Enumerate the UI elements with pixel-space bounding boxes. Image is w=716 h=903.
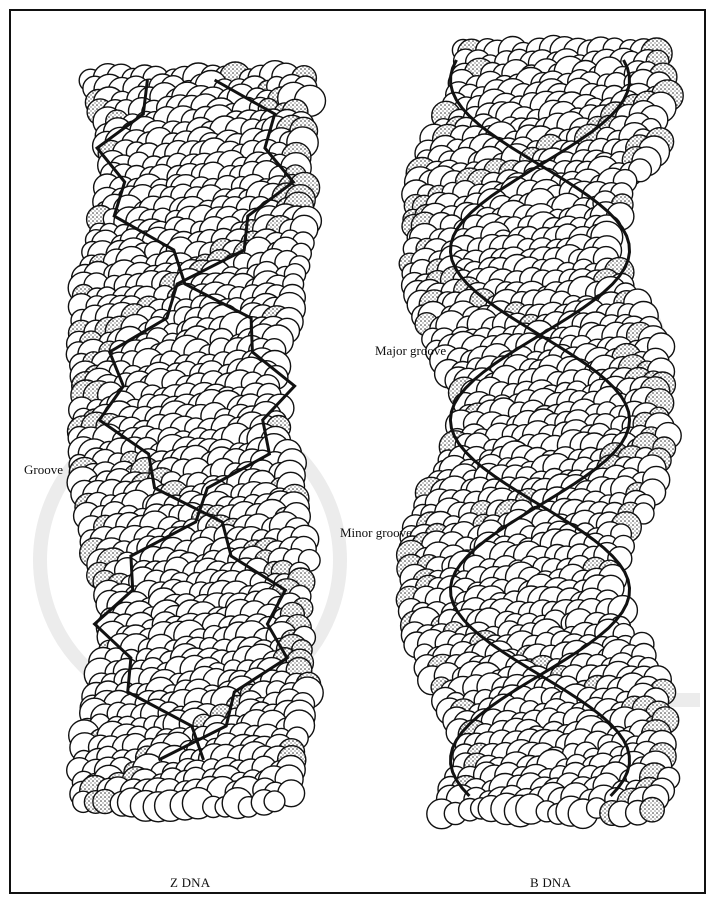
atom <box>264 791 285 812</box>
phosphate-atom <box>640 798 664 822</box>
b-dna-caption: B DNA <box>530 876 571 889</box>
minor-groove-label: Minor groove <box>340 526 412 539</box>
major-groove-label: Major groove <box>375 344 446 357</box>
z-dna-caption: Z DNA <box>170 876 210 889</box>
b-dna-model <box>396 35 683 828</box>
groove-label: Groove <box>24 463 63 476</box>
